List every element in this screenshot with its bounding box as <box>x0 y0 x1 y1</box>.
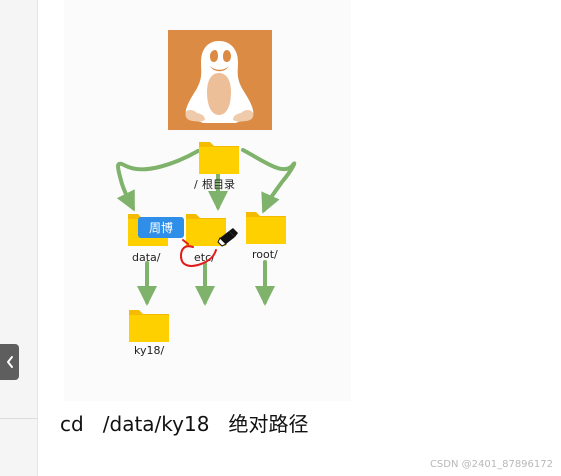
ky18-folder-icon <box>129 310 169 342</box>
red-ink-annotation <box>179 245 217 267</box>
root-home-folder-icon <box>246 212 286 244</box>
left-sidebar <box>0 0 38 476</box>
command-caption: cd /data/ky18 绝对路径 <box>60 412 309 436</box>
sidebar-divider <box>0 418 38 419</box>
pen-cursor-icon <box>217 228 238 247</box>
node-label-ky18: ky18/ <box>134 344 164 357</box>
collapse-sidebar-button[interactable] <box>0 344 19 380</box>
etc-folder-icon <box>186 214 226 246</box>
node-label-etc: etc/ <box>194 251 215 264</box>
root-folder-icon <box>199 142 239 174</box>
root-slash-label: / <box>194 178 198 191</box>
root-directory-label: 根目录 <box>202 177 235 191</box>
linux-tux-logo <box>168 30 272 130</box>
chevron-left-icon <box>6 356 13 368</box>
annotator-badge: 周博 <box>138 217 184 238</box>
node-label-root: root/ <box>252 248 278 261</box>
annotator-name: 周博 <box>149 220 173 235</box>
watermark: CSDN @2401_87896172 <box>429 459 553 470</box>
node-label-data: data/ <box>132 251 161 264</box>
tree-arrows <box>116 148 297 306</box>
red-ink-tail <box>182 239 189 245</box>
